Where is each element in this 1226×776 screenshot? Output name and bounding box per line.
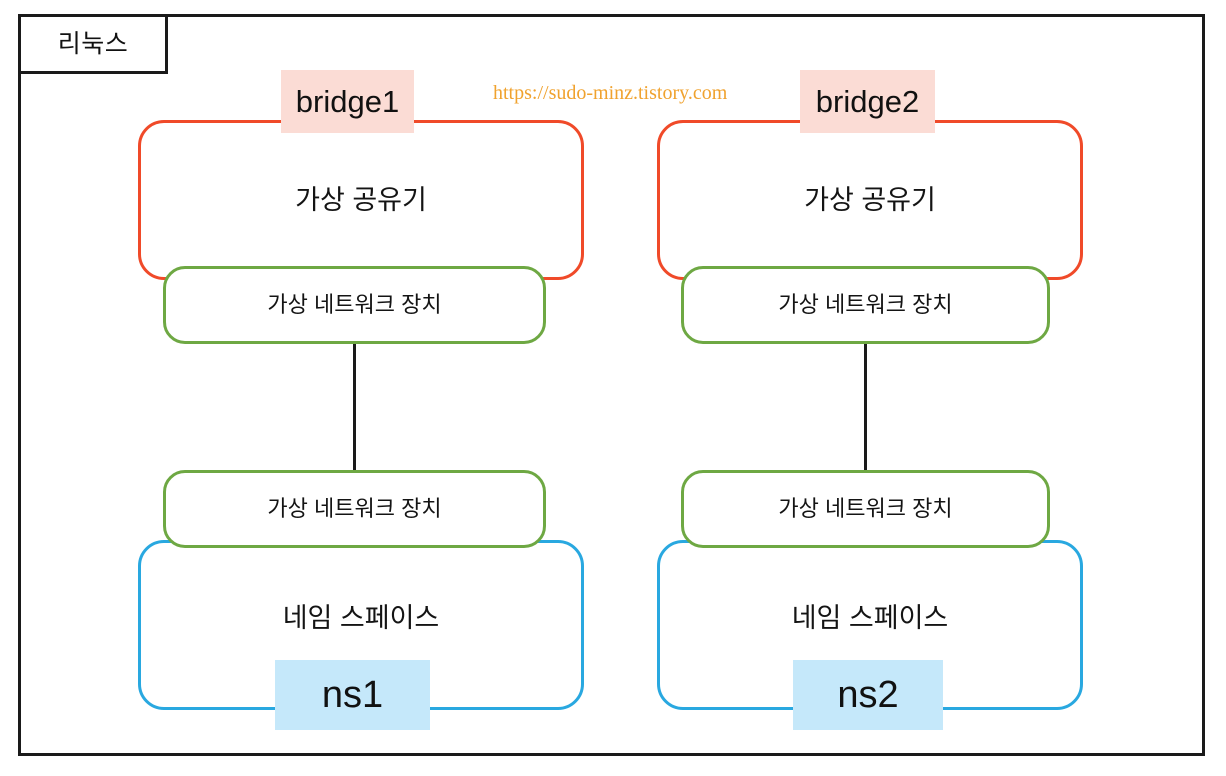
veth-connector-left [353,340,356,472]
ns2-chip: ns2 [793,660,943,730]
bridge2-chip: bridge2 [800,70,935,133]
ns2-chip-label: ns2 [837,674,899,716]
linux-host-label: 리눅스 [57,29,129,58]
veth-bottom-left-label: 가상 네트워크 장치 [267,496,442,521]
veth-bottom-right-label: 가상 네트워크 장치 [778,496,953,521]
bridge-box-right-label: 가상 공유기 [804,185,936,215]
namespace-box-right-label: 네임 스페이스 [791,603,949,633]
bridge-box-right: 가상 공유기 [657,120,1083,280]
ns1-chip: ns1 [275,660,430,730]
veth-bottom-left: 가상 네트워크 장치 [163,470,546,548]
veth-bottom-right: 가상 네트워크 장치 [681,470,1050,548]
veth-top-left: 가상 네트워크 장치 [163,266,546,344]
bridge-box-left-label: 가상 공유기 [295,185,427,215]
namespace-box-left-label: 네임 스페이스 [282,603,440,633]
veth-connector-right [864,340,867,472]
linux-host-label-box: 리눅스 [18,14,168,74]
ns1-chip-label: ns1 [321,674,384,716]
veth-top-left-label: 가상 네트워크 장치 [267,292,442,317]
bridge1-chip-label: bridge1 [295,84,400,119]
bridge1-chip: bridge1 [281,70,414,133]
veth-top-right: 가상 네트워크 장치 [681,266,1050,344]
bridge-box-left: 가상 공유기 [138,120,584,280]
veth-top-right-label: 가상 네트워크 장치 [778,292,953,317]
watermark-text: https://sudo-minz.tistory.com [493,82,728,104]
bridge2-chip-label: bridge2 [815,84,920,119]
linux-host-frame [18,14,1205,756]
